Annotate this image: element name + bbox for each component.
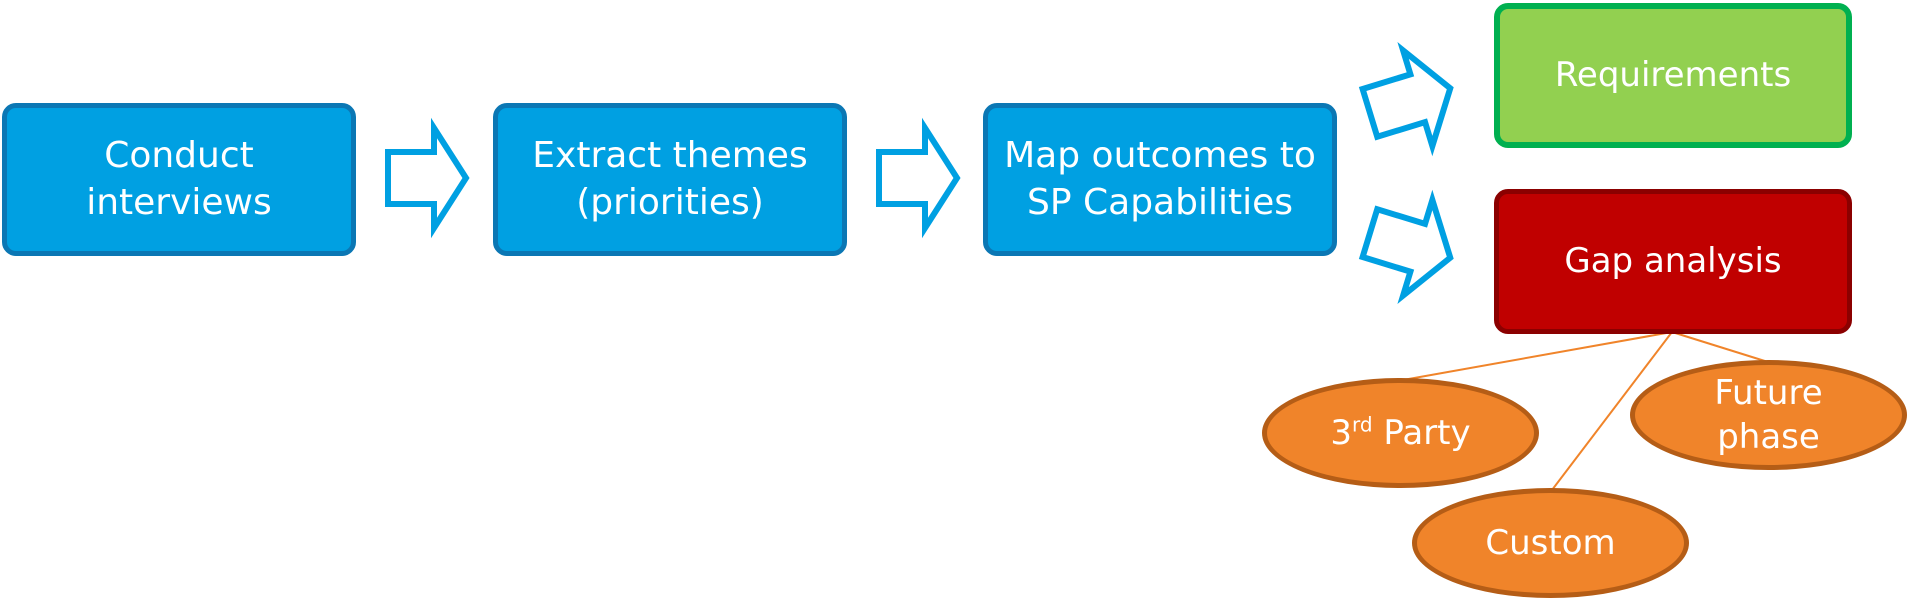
step-line-1: Conduct — [104, 134, 254, 176]
step-line-2: (priorities) — [576, 181, 764, 223]
block-arrow-right-icon — [876, 117, 961, 239]
step-conduct-interviews: Conduct interviews — [2, 103, 356, 256]
option-third-party-label: 3rd Party — [1330, 412, 1471, 453]
gap-analysis-box: Gap analysis — [1494, 189, 1852, 334]
gap-analysis-label: Gap analysis — [1564, 241, 1782, 282]
block-arrow-right-icon — [385, 117, 470, 239]
step-line-1: Extract themes — [532, 134, 808, 176]
step-map-outcomes: Map outcomes to SP Capabilities — [983, 103, 1337, 256]
block-arrow-up-right-icon — [1358, 41, 1454, 157]
connector-line-third-party — [1402, 331, 1673, 381]
option-future-line-1: Future — [1714, 372, 1823, 413]
requirements-label: Requirements — [1554, 55, 1792, 96]
option-custom-label: Custom — [1485, 522, 1616, 563]
step-line-2: interviews — [86, 181, 272, 223]
connector-line-custom — [1551, 331, 1673, 491]
option-third-party: 3rd Party — [1262, 378, 1539, 488]
block-arrow-down-right-icon — [1358, 189, 1454, 305]
step-extract-themes: Extract themes (priorities) — [493, 103, 847, 256]
step-line-2: SP Capabilities — [1027, 181, 1293, 223]
connector-line-future-phase — [1671, 331, 1769, 363]
option-future-phase: Future phase — [1630, 360, 1907, 470]
requirements-box: Requirements — [1494, 3, 1852, 148]
option-custom: Custom — [1412, 488, 1689, 598]
option-future-line-2: phase — [1717, 417, 1820, 457]
step-line-1: Map outcomes to — [1004, 134, 1316, 176]
